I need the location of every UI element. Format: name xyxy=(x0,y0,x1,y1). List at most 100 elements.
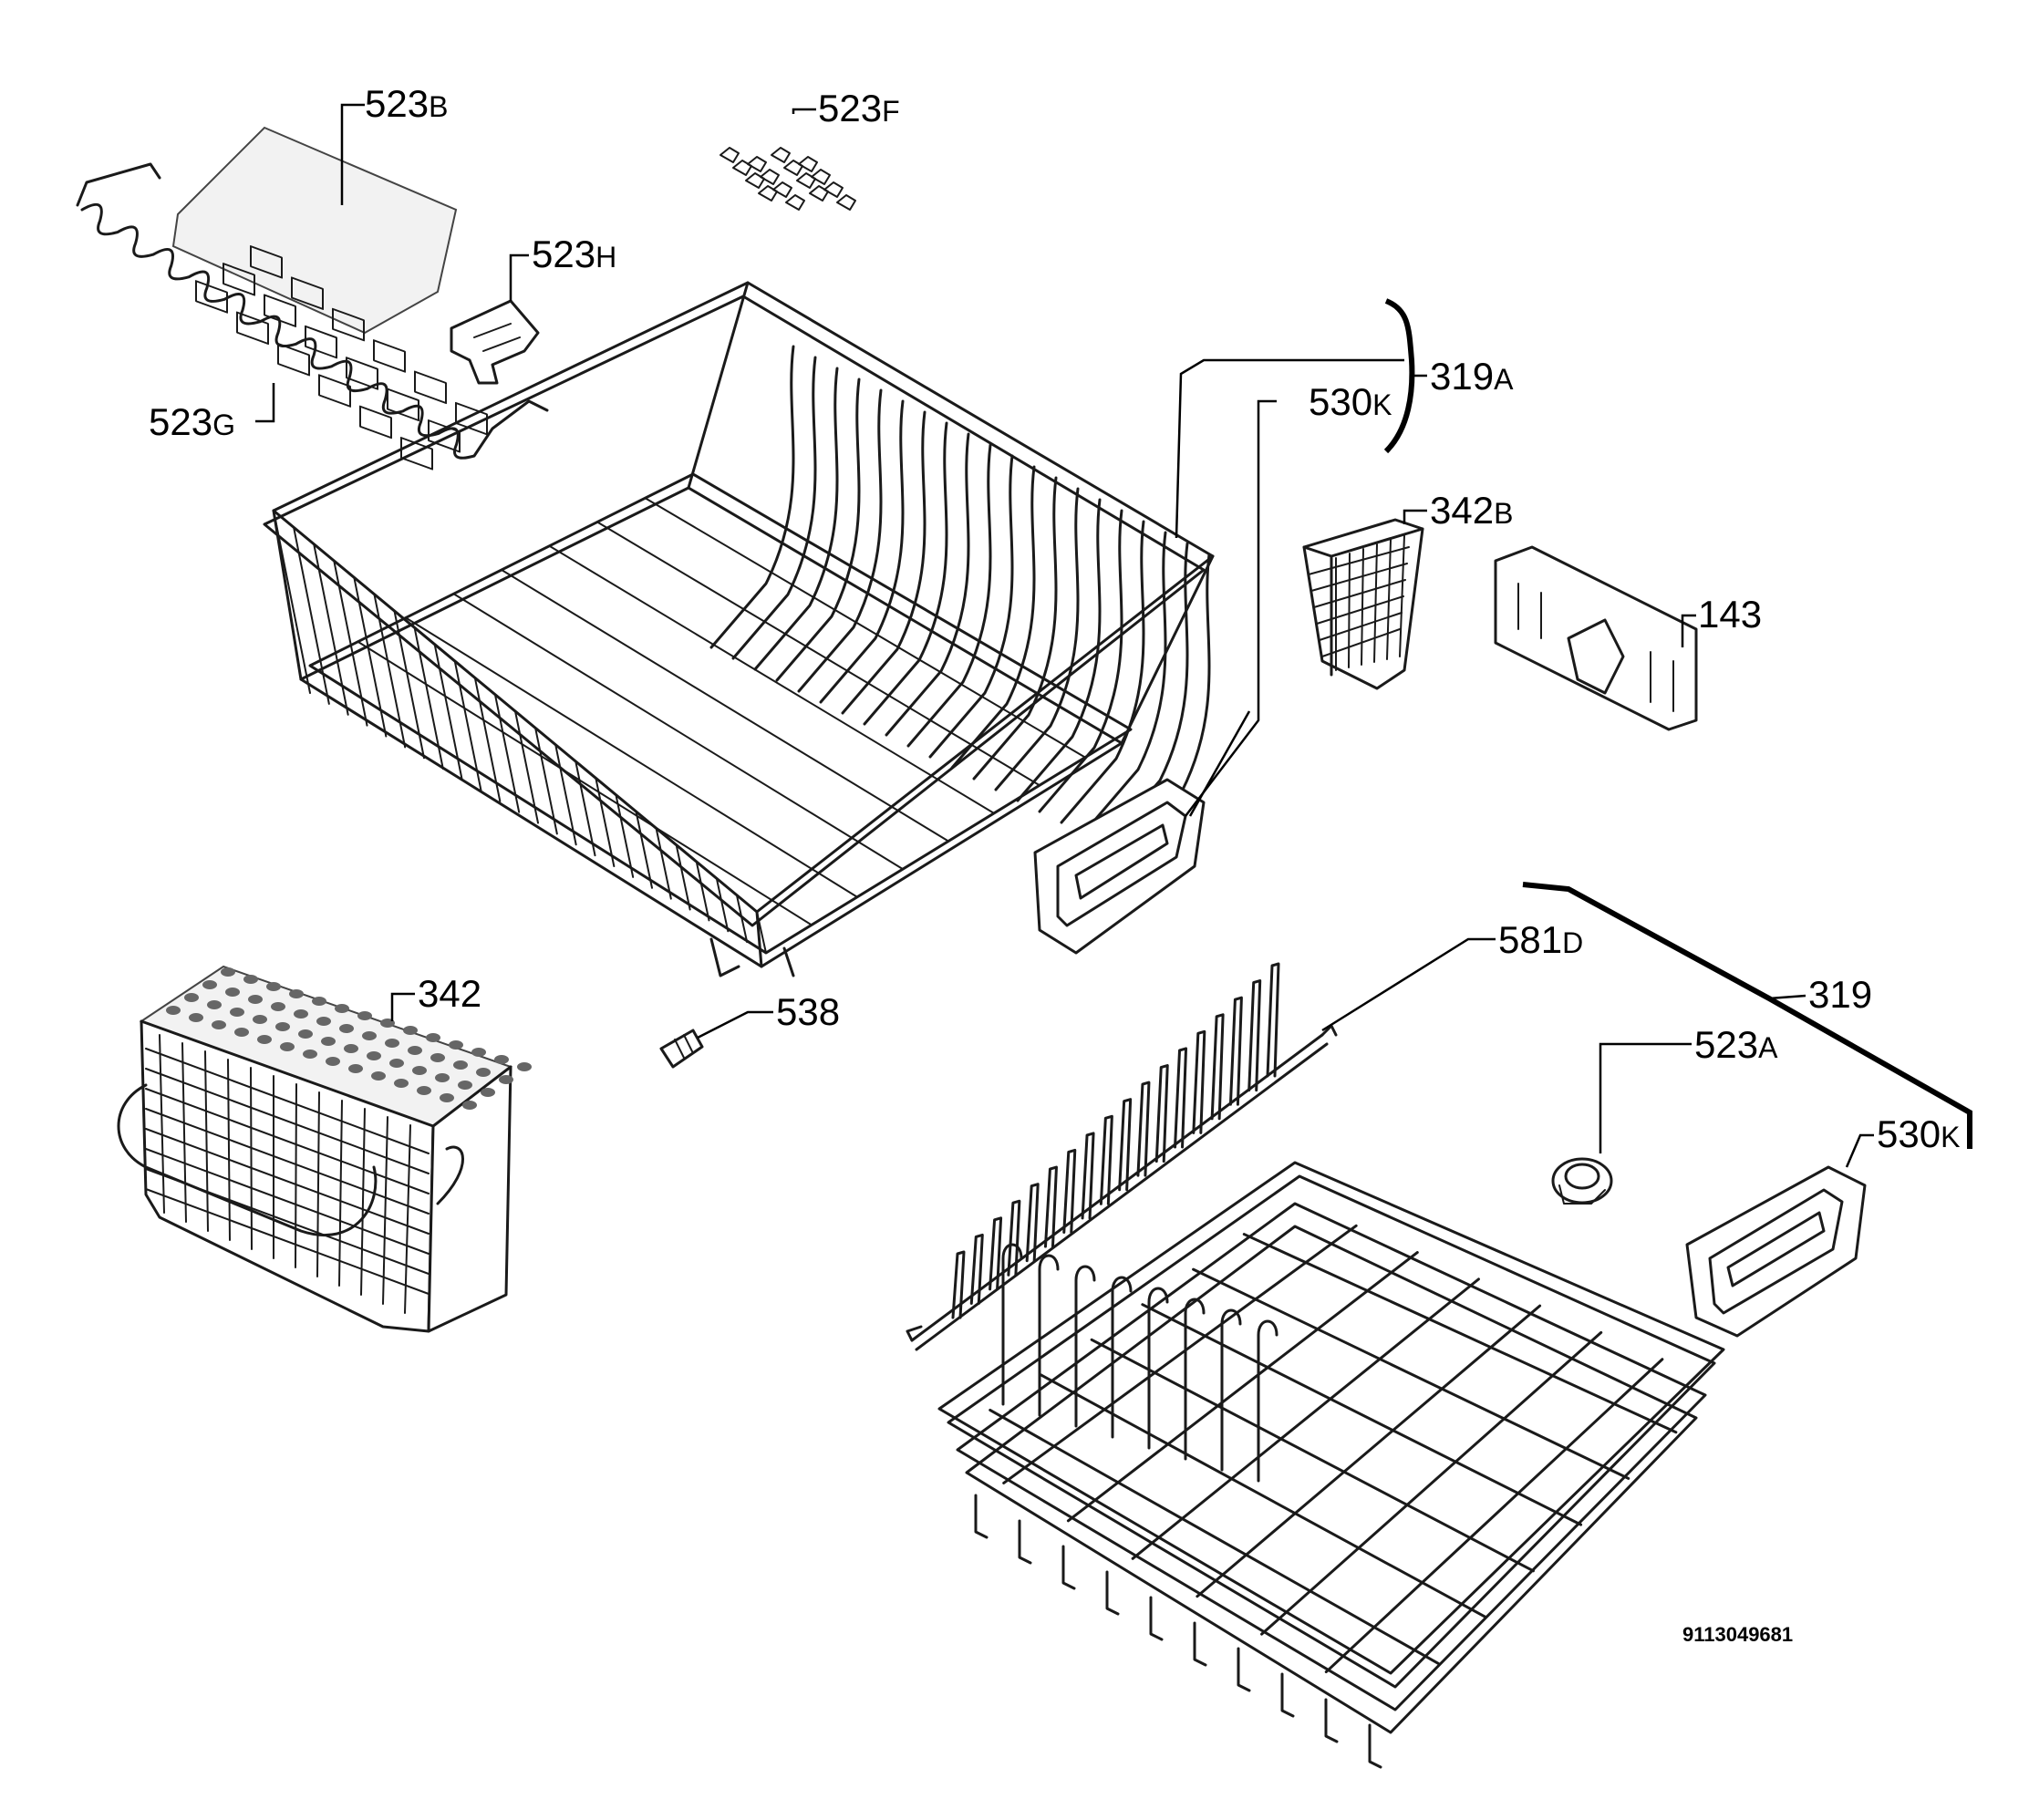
tray-cell xyxy=(305,325,337,359)
lower-basket xyxy=(937,1161,1725,1769)
tine xyxy=(1099,1114,1113,1205)
clip xyxy=(732,160,752,176)
basket-slat xyxy=(145,1048,430,1154)
basket-slat xyxy=(1399,534,1405,657)
basket-bar xyxy=(534,727,558,835)
floor-wire xyxy=(452,593,904,871)
tray-cell xyxy=(223,263,255,296)
rack-runner-530k-top xyxy=(1033,778,1206,955)
floor-wire xyxy=(1192,1267,1630,1480)
floor-wire xyxy=(596,521,1040,787)
plate-tine xyxy=(1125,553,1211,857)
tine xyxy=(1118,1098,1133,1192)
tine xyxy=(1136,1081,1151,1177)
basket-bar xyxy=(695,861,710,922)
floor-wire xyxy=(1066,1251,1419,1523)
basket-hole xyxy=(289,989,304,998)
basket-slat xyxy=(145,1088,430,1194)
basket-hole xyxy=(321,1037,336,1046)
basket-hole xyxy=(417,1086,431,1095)
label-538: 538 xyxy=(776,990,840,1033)
basket-hole xyxy=(449,1040,463,1050)
basket-bar xyxy=(514,710,539,824)
basket-slat xyxy=(181,1042,187,1223)
basket-slat xyxy=(227,1059,231,1241)
floor-wire xyxy=(405,616,858,898)
basket-bar xyxy=(273,510,311,694)
basket-slat xyxy=(1348,553,1351,668)
clip xyxy=(747,156,767,172)
upper-basket xyxy=(263,281,1215,977)
basket-hole xyxy=(499,1075,513,1084)
basket-hole xyxy=(357,1011,372,1020)
basket-hole xyxy=(371,1071,386,1081)
label-581d: 581D xyxy=(1498,918,1583,961)
drawing-code: 9113049681 xyxy=(1682,1623,1793,1646)
basket-slat xyxy=(360,1108,366,1296)
tine xyxy=(989,1216,1003,1291)
tine xyxy=(1210,1013,1225,1121)
basket-hole xyxy=(166,1006,181,1015)
basket-hole xyxy=(298,1029,313,1039)
tray-cell xyxy=(236,311,269,346)
floor-wire xyxy=(692,473,1132,730)
tine xyxy=(1025,1183,1040,1263)
clip xyxy=(809,185,829,202)
label-530k-top: 530K xyxy=(1309,380,1392,423)
basket-slat xyxy=(145,1128,430,1235)
tine xyxy=(1174,1047,1188,1149)
tine xyxy=(1081,1132,1095,1220)
basket-hole xyxy=(257,1035,272,1044)
basket-foot xyxy=(1149,1596,1164,1641)
wheel-523a xyxy=(1551,1157,1613,1205)
basket-hole xyxy=(207,1000,222,1009)
plate-tine xyxy=(1016,498,1102,802)
basket-hole xyxy=(476,1068,491,1077)
basket-foot xyxy=(1105,1570,1120,1616)
basket-foot xyxy=(1324,1698,1339,1743)
basket-slat xyxy=(338,1100,343,1287)
floor-wire xyxy=(1242,1233,1678,1434)
basket-hole xyxy=(362,1031,377,1040)
basket-foot xyxy=(1061,1545,1076,1590)
label-523g: 523G xyxy=(149,400,235,443)
floor-wire xyxy=(644,497,1086,759)
basket-hole xyxy=(462,1101,477,1110)
clip xyxy=(836,194,856,211)
clip xyxy=(783,160,803,176)
cutlery-basket-342 xyxy=(117,965,532,1333)
clip xyxy=(785,194,805,211)
basket-hook xyxy=(1001,1243,1023,1406)
basket-hole xyxy=(494,1055,509,1064)
floor-wire xyxy=(1002,1224,1358,1484)
basket-hole xyxy=(189,1013,203,1022)
plate-tine xyxy=(928,454,1014,759)
clip xyxy=(811,169,831,185)
basket-hole xyxy=(471,1048,486,1057)
tray-cell xyxy=(373,339,406,373)
basket-bar xyxy=(413,626,444,770)
basket-foot xyxy=(1193,1621,1207,1667)
basket-hook xyxy=(1257,1319,1278,1483)
floor-wire xyxy=(1260,1330,1603,1636)
tray-cell xyxy=(195,280,228,314)
tray-cell xyxy=(250,245,283,279)
tray-cell xyxy=(359,405,392,439)
plate-tine xyxy=(841,410,927,715)
clip xyxy=(772,181,792,198)
label-143: 143 xyxy=(1698,593,1762,636)
tine xyxy=(1192,1029,1206,1134)
basket-hole xyxy=(184,993,199,1002)
basket-bar xyxy=(554,743,577,846)
basket-hole xyxy=(348,1064,363,1073)
tine xyxy=(951,1250,966,1319)
floor-wire xyxy=(1196,1304,1542,1598)
basket-hook xyxy=(1038,1254,1060,1417)
basket-hole xyxy=(408,1046,422,1055)
tray-cell xyxy=(414,370,447,405)
clip xyxy=(719,147,740,163)
basket-hole xyxy=(221,967,235,977)
clip xyxy=(796,172,816,189)
basket-hole xyxy=(294,1009,308,1019)
